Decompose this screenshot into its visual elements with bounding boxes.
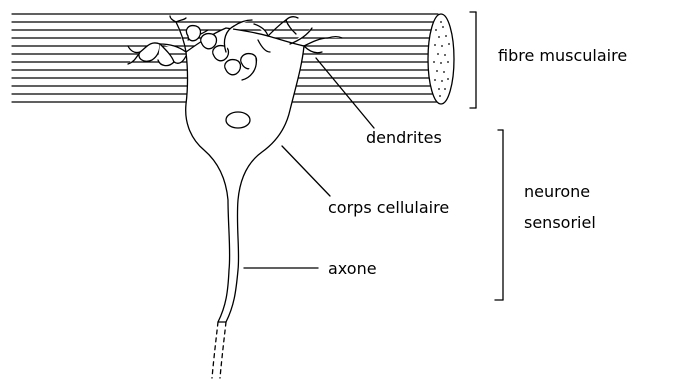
label-sensory-neuron-line1: neurone bbox=[524, 182, 590, 202]
label-sensory-neuron-line2: sensoriel bbox=[524, 213, 596, 233]
label-muscle-fiber: fibre musculaire bbox=[498, 46, 627, 66]
label-dendrites: dendrites bbox=[366, 128, 442, 148]
leader-cell-body bbox=[282, 146, 330, 196]
muscle-fiber-cross-section bbox=[428, 14, 454, 104]
label-cell-body: corps cellulaire bbox=[328, 198, 449, 218]
leader-dendrites bbox=[316, 58, 374, 128]
axon-dashed-end bbox=[212, 322, 226, 378]
label-axon: axone bbox=[328, 259, 377, 279]
neuron bbox=[186, 28, 304, 378]
nucleus bbox=[226, 112, 250, 128]
bracket-sensory-neuron bbox=[495, 130, 503, 300]
cell-body bbox=[186, 28, 304, 322]
bracket-muscle-fiber bbox=[470, 12, 476, 108]
